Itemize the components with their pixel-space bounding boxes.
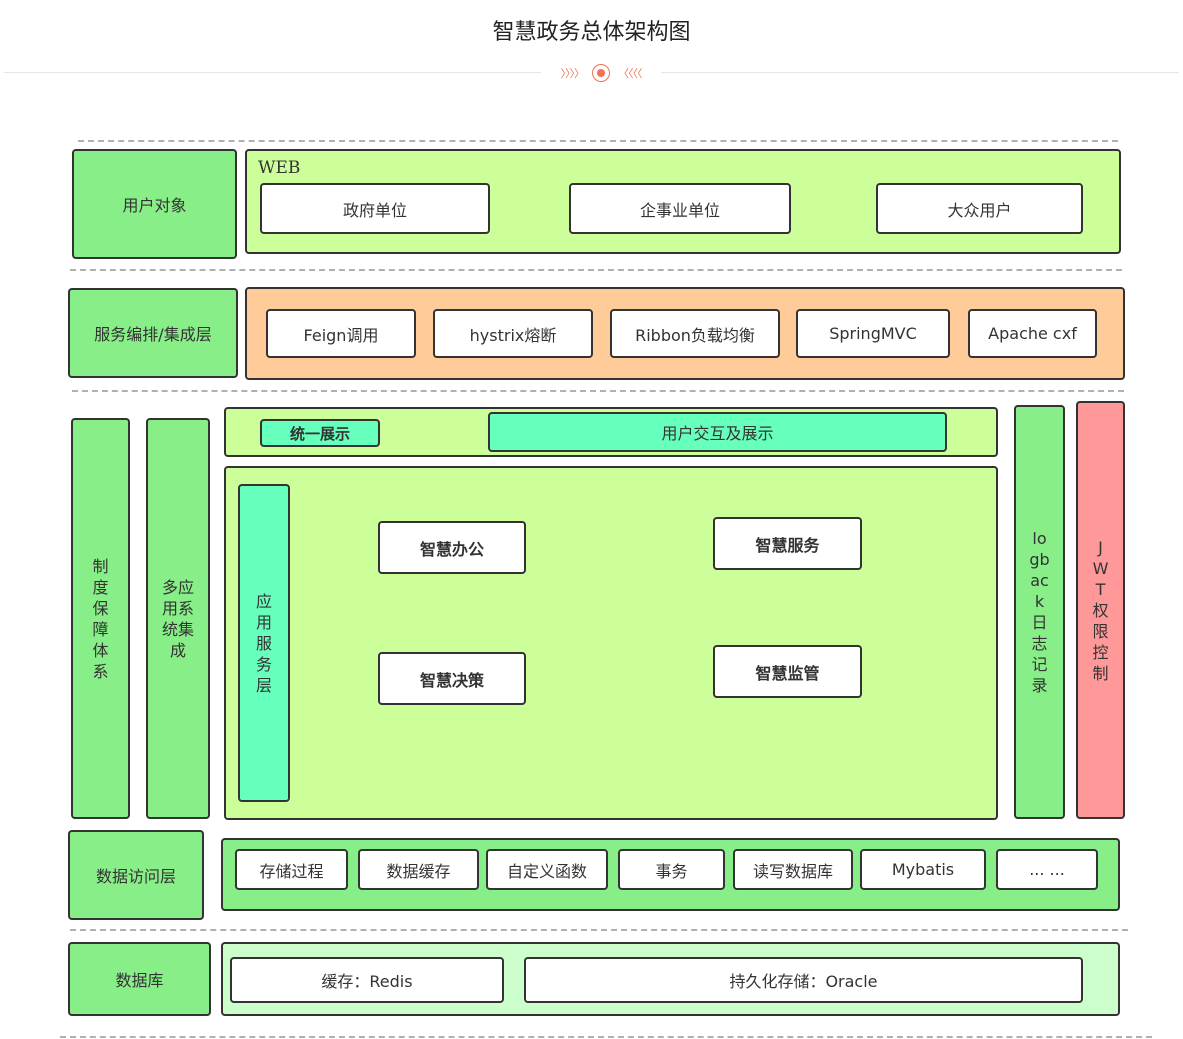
web-group-label: WEB: [258, 158, 301, 178]
vertical-label-char: 体: [92, 640, 109, 660]
data-item-transaction: 事务: [618, 849, 725, 890]
db-item-redis: 缓存：Redis: [230, 957, 504, 1003]
vertical-label-char: 制: [92, 556, 109, 576]
vertical-label-char: 记: [1031, 655, 1048, 674]
institution-pillar: 制度保障体系: [71, 418, 130, 819]
page-title: 智慧政务总体架构图: [492, 20, 691, 45]
layer-separator: [78, 140, 1118, 142]
vertical-label-char: 应: [255, 591, 272, 611]
application-panel: [224, 466, 998, 820]
chevrons-right-icon: 〉〉〉〉: [560, 67, 585, 80]
vertical-label-char: 权: [1092, 600, 1109, 620]
vertical-label-char: 服: [255, 633, 272, 653]
vertical-label-char: 多应: [161, 577, 194, 597]
service-layer-label: 服务编排/集成层: [68, 288, 238, 378]
vertical-label-char: J: [1098, 537, 1103, 557]
vertical-label-char: 层: [255, 675, 272, 695]
vertical-label-char: 控: [1092, 642, 1109, 662]
vertical-label-char: lo: [1032, 529, 1047, 548]
user-item-public: 大众用户: [876, 183, 1083, 234]
vertical-label-char: 日: [1031, 613, 1048, 632]
vertical-label-char: 成: [169, 640, 186, 660]
data-item-data-cache: 数据缓存: [358, 849, 479, 890]
vertical-label-char: 制: [1092, 663, 1109, 683]
vertical-label-char: 统集: [161, 619, 194, 639]
application-layer-label: 应用服务层: [238, 484, 290, 802]
layer-separator: [70, 929, 1128, 931]
vertical-label-char: 用系: [161, 598, 194, 618]
service-item-apache-cxf: Apache cxf: [968, 309, 1097, 358]
vertical-label-char: k: [1034, 592, 1045, 611]
smart-service-box: 智慧服务: [713, 517, 862, 570]
title-ornament: 〉〉〉〉 〈〈〈〈: [541, 60, 661, 86]
vertical-label-char: gb: [1029, 550, 1050, 569]
layer-separator: [70, 269, 1122, 271]
vertical-label-char: 系: [92, 661, 109, 681]
unified-display-label: 统一展示: [260, 419, 380, 447]
data-item-more: ... ...: [996, 849, 1098, 890]
service-item-feign: Feign调用: [266, 309, 416, 358]
vertical-label-char: ac: [1030, 571, 1049, 590]
smart-office-box: 智慧办公: [378, 521, 526, 574]
vertical-label-char: 务: [255, 654, 272, 674]
vertical-label-char: 限: [1092, 621, 1109, 641]
smart-decision-box: 智慧决策: [378, 652, 526, 705]
vertical-label-char: 志: [1031, 634, 1048, 653]
data-access-layer-label: 数据访问层: [68, 830, 204, 920]
vertical-label-char: 用: [255, 612, 272, 632]
data-item-read-write-db: 读写数据库: [733, 849, 853, 890]
service-item-hystrix: hystrix熔断: [433, 309, 593, 358]
user-interaction-display: 用户交互及展示: [488, 412, 947, 452]
database-layer-label: 数据库: [68, 942, 211, 1016]
layer-separator: [72, 390, 1124, 392]
service-item-springmvc: SpringMVC: [796, 309, 950, 358]
chevrons-left-icon: 〈〈〈〈: [618, 67, 642, 80]
data-item-custom-function: 自定义函数: [486, 849, 608, 890]
vertical-label-char: 度: [92, 577, 109, 597]
vertical-label-char: T: [1095, 579, 1106, 599]
vertical-label-char: 障: [92, 619, 109, 639]
layer-separator: [60, 1036, 1152, 1038]
user-layer-label: 用户对象: [72, 149, 237, 259]
service-item-ribbon: Ribbon负载均衡: [610, 309, 780, 358]
user-item-enterprise: 企事业单位: [569, 183, 791, 234]
target-dot-icon: [592, 64, 610, 82]
smart-supervision-box: 智慧监管: [713, 645, 862, 698]
vertical-label-char: 录: [1031, 676, 1048, 695]
user-item-government: 政府单位: [260, 183, 490, 234]
vertical-label-char: W: [1092, 558, 1109, 578]
vertical-label-char: 保: [92, 598, 109, 618]
data-item-mybatis: Mybatis: [860, 849, 986, 890]
db-item-oracle: 持久化存储：Oracle: [524, 957, 1083, 1003]
integration-pillar: 多应用系统集成: [146, 418, 210, 819]
data-item-stored-procedure: 存储过程: [235, 849, 348, 890]
